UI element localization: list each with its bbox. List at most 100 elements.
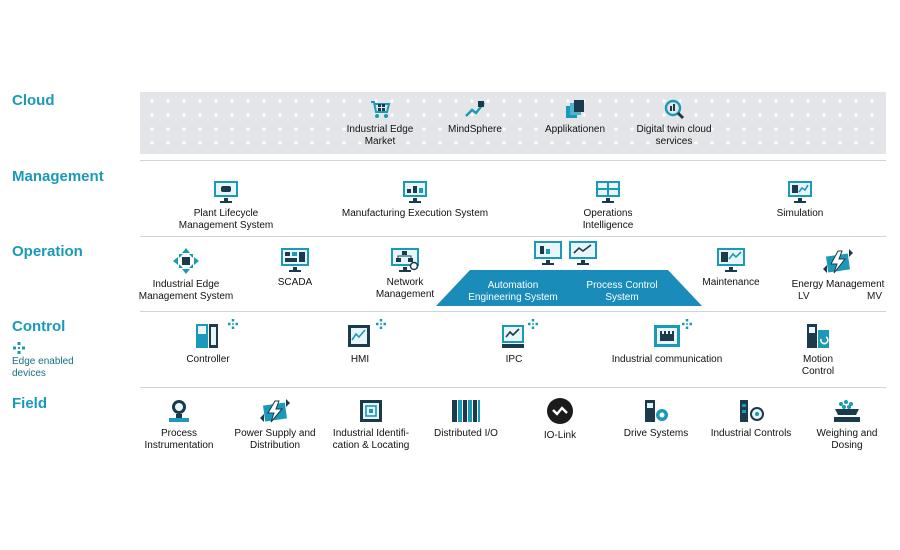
- field-item-label: Distributed I/O: [434, 428, 498, 439]
- edge-enabled-note: Edge enabled devices: [12, 356, 74, 379]
- mindsphere-icon: [465, 101, 485, 117]
- distributed-io-icon: [452, 400, 480, 422]
- management-item-label: Manufacturing Execution System: [341, 208, 489, 219]
- operation-item-label: Energy Management: [791, 279, 885, 290]
- control-item-label: HMI: [350, 354, 370, 365]
- management-item-mes[interactable]: Manufacturing Execution System: [335, 180, 495, 220]
- motion-control-icon: [807, 324, 829, 348]
- cloud-item-label: Digital twin cloud services: [636, 124, 712, 147]
- management-item-label: Simulation: [776, 208, 824, 219]
- field-item-process-instrumentation[interactable]: Process Instrumentation: [136, 398, 222, 452]
- operation-item-label: Industrial Edge Management System: [138, 279, 234, 302]
- edge-enabled-icon: [528, 319, 538, 329]
- cloud-item-applikationen[interactable]: Applikationen: [535, 98, 615, 136]
- field-item-label: IO-Link: [543, 430, 577, 441]
- energy-lv-label: LV: [798, 291, 810, 302]
- operation-item-label: Network Management: [375, 277, 435, 300]
- scada-monitor-icon: [281, 248, 309, 272]
- separator-management-operation: [140, 236, 886, 237]
- weighing-icon: [834, 400, 860, 422]
- drive-icon: [645, 400, 668, 422]
- cloud-item-label: Industrial Edge Market: [346, 124, 414, 147]
- control-item-industrial-communication[interactable]: Industrial communication: [604, 322, 730, 366]
- dual-monitor-icon: [534, 241, 597, 265]
- operation-item-network-management[interactable]: Network Management: [370, 247, 440, 301]
- network-switch-icon: [654, 325, 680, 347]
- field-item-label: Power Supply and Distribution: [234, 428, 316, 451]
- rfid-icon: [360, 400, 382, 422]
- control-item-motion-control[interactable]: Motion Control: [792, 322, 844, 378]
- control-item-label: Industrial communication: [611, 354, 723, 365]
- network-monitor-icon: [391, 248, 419, 272]
- edge-enabled-icon: [228, 319, 238, 329]
- edge-enabled-icon: [13, 342, 25, 354]
- engineering-trapezoid: [436, 270, 702, 306]
- field-item-label: Process Instrumentation: [144, 428, 214, 451]
- industrial-controls-icon: [740, 400, 764, 422]
- edge-enabled-icon: [682, 319, 692, 329]
- cloud-item-mindsphere[interactable]: MindSphere: [435, 98, 515, 136]
- management-item-plm[interactable]: Plant Lifecycle Management System: [165, 180, 287, 232]
- apps-icon: [566, 100, 584, 118]
- layer-title-management: Management: [12, 168, 104, 185]
- layer-title-operation: Operation: [12, 243, 83, 260]
- edge-management-icon: [173, 248, 199, 274]
- operation-item-scada[interactable]: SCADA: [270, 247, 320, 289]
- automation-engineering-label[interactable]: Automation Engineering System: [468, 280, 558, 303]
- management-item-label: Plant Lifecycle Management System: [178, 208, 274, 231]
- layer-title-control: Control: [12, 318, 66, 335]
- operation-item-edge-management[interactable]: Industrial Edge Management System: [132, 247, 240, 303]
- cloud-item-label: MindSphere: [448, 124, 502, 135]
- operation-item-energy-management[interactable]: Energy Management LV MV: [788, 247, 888, 303]
- cloud-band: [140, 92, 886, 154]
- field-item-io-link[interactable]: IO-Link: [530, 396, 590, 442]
- energy-mv-label: MV: [867, 291, 882, 302]
- field-item-distributed-io[interactable]: Distributed I/O: [426, 398, 506, 440]
- layer-title-field: Field: [12, 395, 48, 412]
- field-item-weighing-dosing[interactable]: Weighing and Dosing: [810, 398, 884, 452]
- mes-monitor-icon: [403, 181, 427, 203]
- layer-title-cloud: Cloud: [12, 92, 55, 109]
- operation-item-label: Maintenance: [702, 277, 760, 288]
- ipc-icon: [502, 325, 524, 348]
- control-item-ipc[interactable]: IPC: [494, 322, 534, 366]
- cloud-item-digital-twin[interactable]: Digital twin cloud services: [620, 98, 728, 148]
- field-item-drive-systems[interactable]: Drive Systems: [618, 398, 694, 440]
- field-item-label: Weighing and Dosing: [816, 428, 878, 451]
- field-item-industrial-controls[interactable]: Industrial Controls: [706, 398, 796, 440]
- field-item-industrial-identification[interactable]: Industrial Identifi- cation & Locating: [326, 398, 416, 452]
- management-item-label: Operations Intelligence: [582, 208, 634, 231]
- separator-cloud-management: [140, 160, 886, 161]
- cloud-item-label: Applikationen: [544, 124, 606, 135]
- grid-monitor-icon: [596, 181, 620, 203]
- maintenance-monitor-icon: [717, 248, 745, 272]
- edge-enabled-icon: [376, 319, 386, 329]
- management-item-simulation[interactable]: Simulation: [766, 180, 834, 220]
- operation-item-label: SCADA: [277, 277, 313, 288]
- field-item-label: Industrial Identifi- cation & Locating: [332, 428, 410, 451]
- field-item-power-supply[interactable]: Power Supply and Distribution: [228, 398, 322, 452]
- management-item-operations-intelligence[interactable]: Operations Intelligence: [568, 180, 648, 232]
- simulation-monitor-icon: [788, 181, 812, 203]
- separator-operation-control: [140, 311, 886, 312]
- cloud-item-edge-market[interactable]: Industrial Edge Market: [330, 98, 430, 148]
- control-item-label: Motion Control: [801, 354, 835, 377]
- field-item-label: Drive Systems: [623, 428, 689, 439]
- cart-icon: [371, 101, 391, 118]
- energy-icon: [823, 249, 853, 274]
- digital-twin-icon: [664, 99, 685, 120]
- control-item-label: IPC: [505, 354, 523, 365]
- field-item-label: Industrial Controls: [710, 428, 792, 439]
- plm-monitor-icon: [214, 181, 238, 203]
- io-link-icon: [547, 398, 573, 424]
- hmi-icon: [348, 325, 370, 347]
- control-item-hmi[interactable]: HMI: [338, 322, 382, 366]
- separator-control-field: [140, 387, 886, 388]
- operation-item-maintenance[interactable]: Maintenance: [696, 247, 766, 289]
- control-item-controller[interactable]: Controller: [178, 322, 238, 366]
- controller-icon: [196, 324, 218, 348]
- process-control-label[interactable]: Process Control System: [586, 280, 658, 303]
- instrument-icon: [169, 400, 189, 422]
- power-supply-icon: [260, 399, 290, 423]
- control-item-label: Controller: [186, 354, 230, 365]
